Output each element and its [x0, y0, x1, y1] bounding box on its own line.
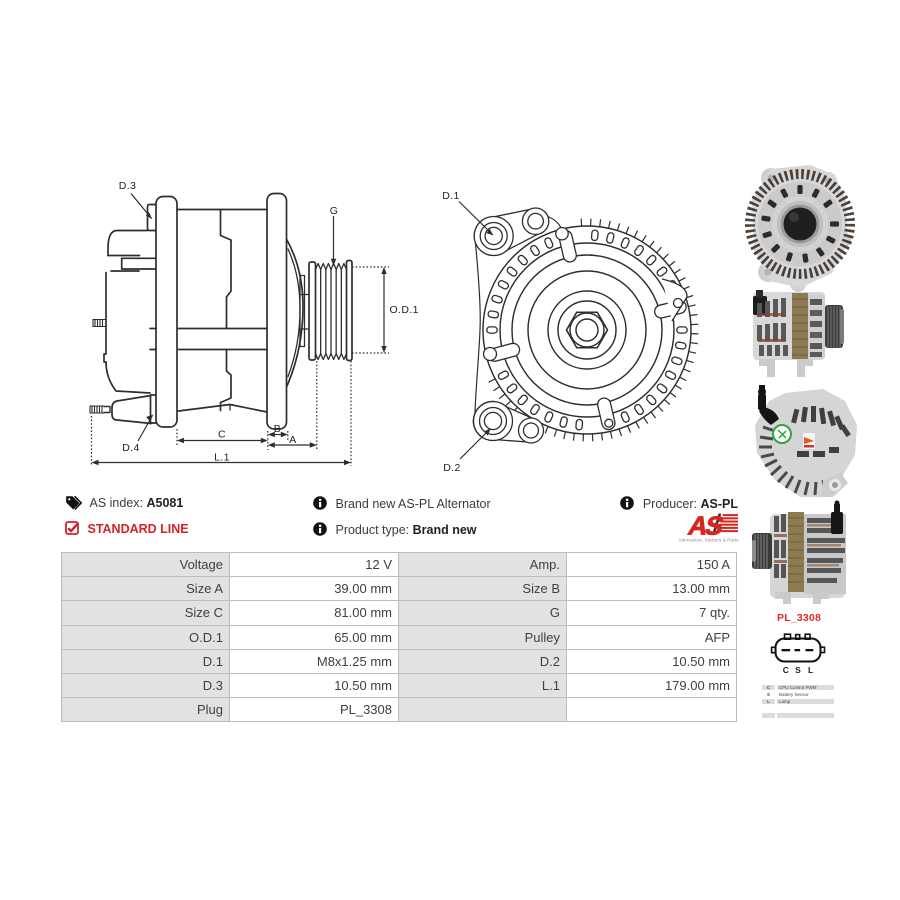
- svg-text:G: G: [330, 205, 339, 217]
- svg-text:L: L: [808, 665, 813, 675]
- svg-text:C: C: [783, 665, 789, 675]
- svg-text:L.1: L.1: [214, 452, 230, 464]
- svg-text:B: B: [274, 423, 281, 435]
- svg-text:A: A: [289, 434, 296, 446]
- svg-text:D.1: D.1: [442, 190, 460, 202]
- svg-text:C: C: [218, 429, 226, 441]
- svg-text:D.4: D.4: [122, 442, 140, 454]
- svg-text:AS: AS: [685, 511, 726, 541]
- svg-text:D.3: D.3: [119, 180, 137, 192]
- svg-text:D.2: D.2: [443, 462, 461, 474]
- svg-text:Alternators, Starters & Parts: Alternators, Starters & Parts: [678, 538, 739, 543]
- svg-text:O.D.1: O.D.1: [390, 304, 419, 316]
- svg-text:S: S: [795, 665, 801, 675]
